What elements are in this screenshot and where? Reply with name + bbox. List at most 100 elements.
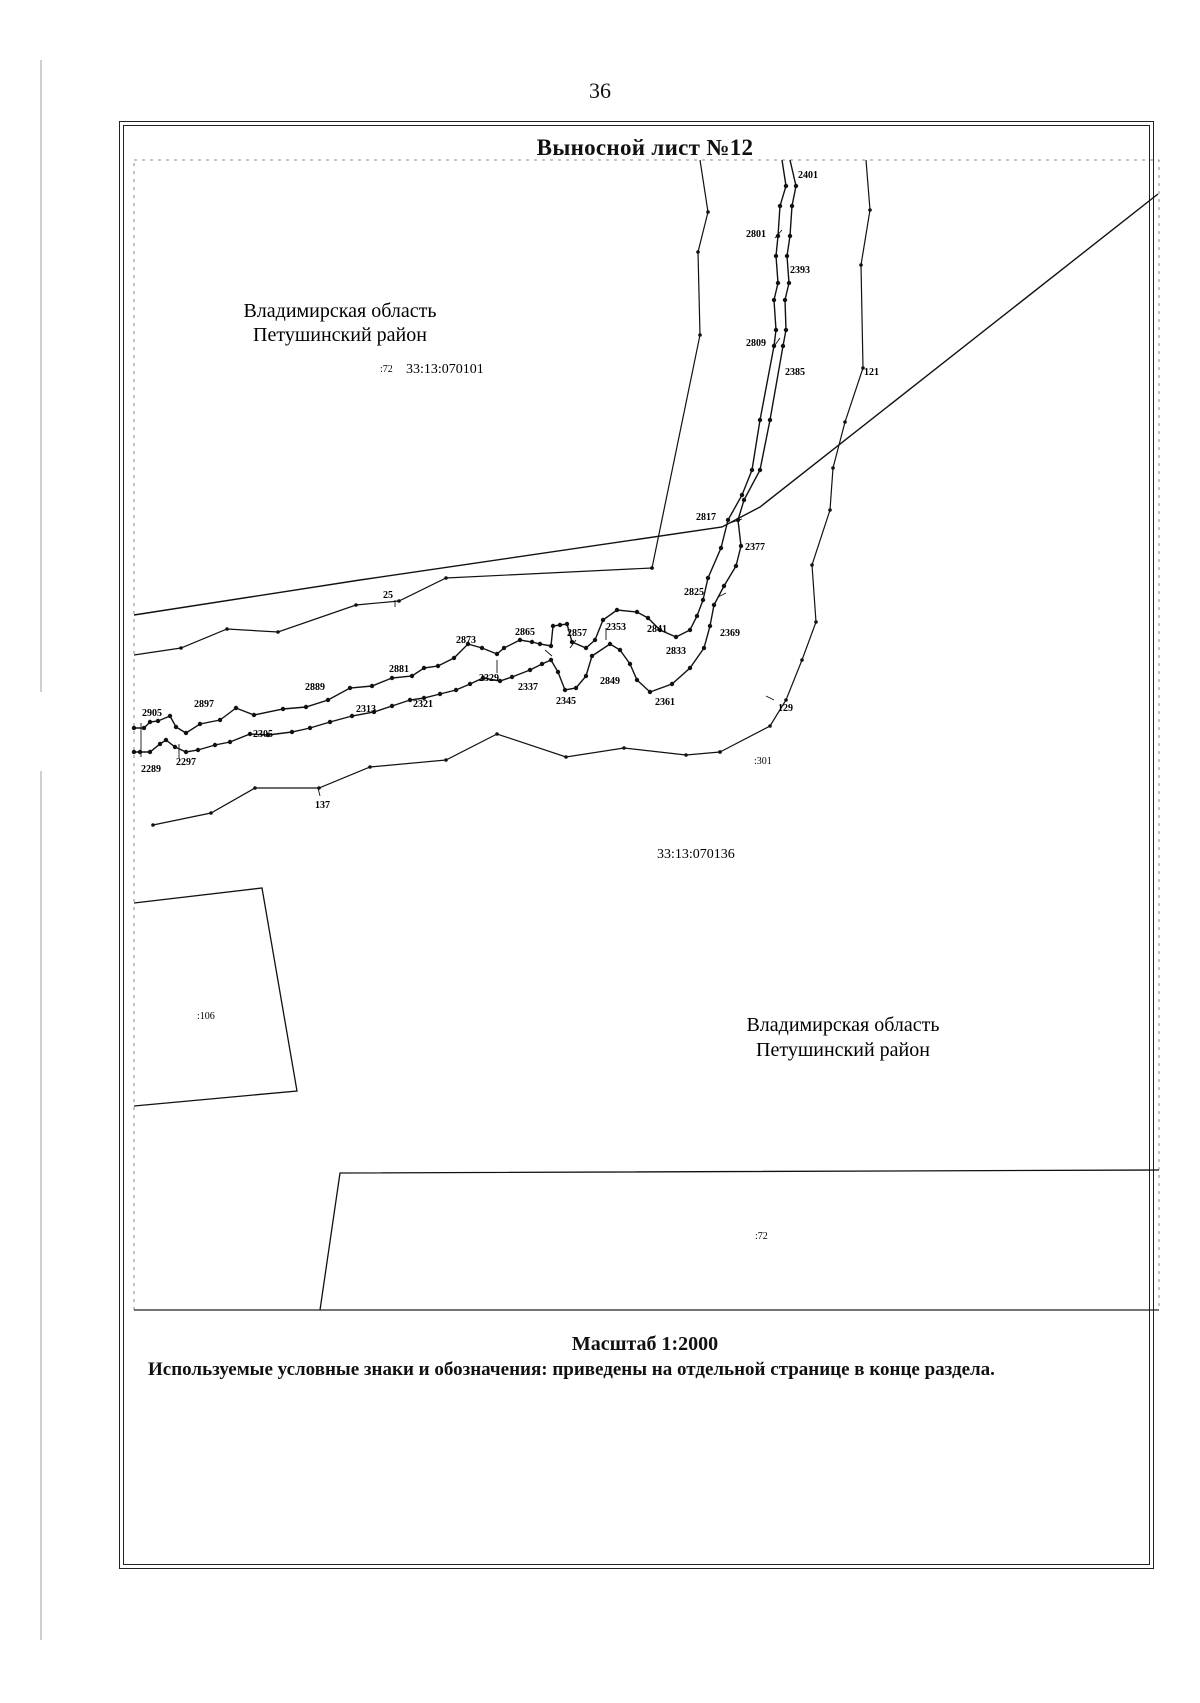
vertex-dot	[810, 563, 814, 567]
vertex-dot	[634, 677, 640, 683]
north-parcel-boundary	[651, 159, 709, 569]
vertex-dot	[749, 467, 755, 473]
vertex-dot	[303, 704, 309, 710]
vertex-dot	[786, 280, 792, 286]
vertex-dot	[131, 725, 137, 731]
vertex-dot	[828, 508, 832, 512]
vertex-dot	[607, 641, 613, 647]
vertex-dot	[349, 713, 355, 719]
vertex-dot	[773, 253, 779, 259]
point-label: 2825	[684, 587, 704, 598]
vertex-dot	[669, 681, 675, 687]
vertex-dot	[325, 697, 331, 703]
vertex-dot	[583, 645, 589, 651]
map-frame	[133, 159, 1160, 1311]
vertex-dot	[583, 673, 589, 679]
vertex-dot	[227, 739, 233, 745]
vertex-dot	[687, 665, 693, 671]
vertex-dot	[371, 709, 377, 715]
vertex-dot	[861, 366, 865, 370]
vertex-dot	[783, 327, 789, 333]
vertex-dot	[289, 729, 295, 735]
parcel-301-boundary	[152, 733, 721, 826]
vertex-dot	[183, 749, 189, 755]
vertex-dot	[327, 719, 333, 725]
east-parcel-boundary	[719, 159, 871, 753]
channel-south-bank	[134, 159, 797, 753]
diagonal-boundary	[133, 193, 1159, 616]
vertex-dot	[627, 661, 633, 667]
vertex-dot	[775, 233, 781, 239]
vertex-dot	[480, 675, 486, 681]
point-label: 2361	[655, 697, 675, 708]
vertex-dot	[775, 280, 781, 286]
vertex-dot	[537, 641, 543, 647]
vertex-dot	[767, 417, 773, 423]
vertex-dot	[757, 417, 763, 423]
parcel-label-72-north: :72	[380, 364, 393, 375]
vertex-dot	[173, 724, 179, 730]
vertex-dot	[217, 717, 223, 723]
point-label: 2337	[518, 682, 538, 693]
point-label: 129	[778, 703, 793, 714]
vertex-dot	[253, 786, 257, 790]
vertex-dot	[784, 698, 788, 702]
vertex-dot	[647, 689, 653, 695]
vertex-dot	[155, 718, 161, 724]
vertex-dot	[573, 685, 579, 691]
parcel-label-72-south: :72	[755, 1231, 768, 1242]
vertex-dot	[276, 630, 280, 634]
vertex-dot	[733, 563, 739, 569]
vertex-dot	[564, 755, 568, 759]
vertex-dot	[831, 466, 835, 470]
vertex-dot	[843, 420, 847, 424]
vertex-dot	[634, 609, 640, 615]
point-label: 2857	[567, 628, 587, 639]
vertex-dot	[212, 742, 218, 748]
vertex-dot	[548, 657, 554, 663]
vertex-dot	[687, 627, 693, 633]
vertex-dot	[696, 250, 700, 254]
vertex-dot	[650, 566, 654, 570]
vertex-dot	[539, 661, 545, 667]
vertex-dot	[421, 695, 427, 701]
point-label: 2881	[389, 664, 409, 675]
vertex-dot	[589, 653, 595, 659]
vertex-dot	[479, 645, 485, 651]
vertex-dot	[172, 744, 178, 750]
vertex-dot	[718, 750, 722, 754]
vertex-dot	[777, 203, 783, 209]
vertex-dot	[497, 678, 503, 684]
vertex-dot	[467, 681, 473, 687]
vertex-dot	[444, 576, 448, 580]
vertex-dot	[701, 645, 707, 651]
vertex-dot	[368, 765, 372, 769]
vertex-dot	[163, 737, 169, 743]
vertex-dot	[529, 639, 535, 645]
point-label: 2377	[745, 542, 765, 553]
vertex-dot	[868, 208, 872, 212]
cadastral-block-north: 33:13:070101	[406, 362, 484, 377]
vertex-dot	[131, 749, 137, 755]
point-label: 2849	[600, 676, 620, 687]
vertex-dot	[739, 492, 745, 498]
vertex-dot	[167, 713, 173, 719]
vertex-dot	[771, 297, 777, 303]
vertex-dot	[307, 725, 313, 731]
parcel-label-301: :301	[754, 756, 772, 767]
point-label: 2385	[785, 367, 805, 378]
vertex-dot	[645, 615, 651, 621]
vertex-dot	[707, 623, 713, 629]
vertex-dot	[517, 637, 523, 643]
point-label: 2313	[356, 704, 376, 715]
vertex-dot	[592, 637, 598, 643]
vertex-dot	[151, 823, 155, 827]
vertex-dot	[444, 758, 448, 762]
vertex-dot	[700, 597, 706, 603]
vertex-dot	[147, 749, 153, 755]
point-label: 2897	[194, 699, 214, 710]
vertex-dot	[280, 706, 286, 712]
vertex-dot	[706, 210, 710, 214]
vertex-dot	[741, 497, 747, 503]
